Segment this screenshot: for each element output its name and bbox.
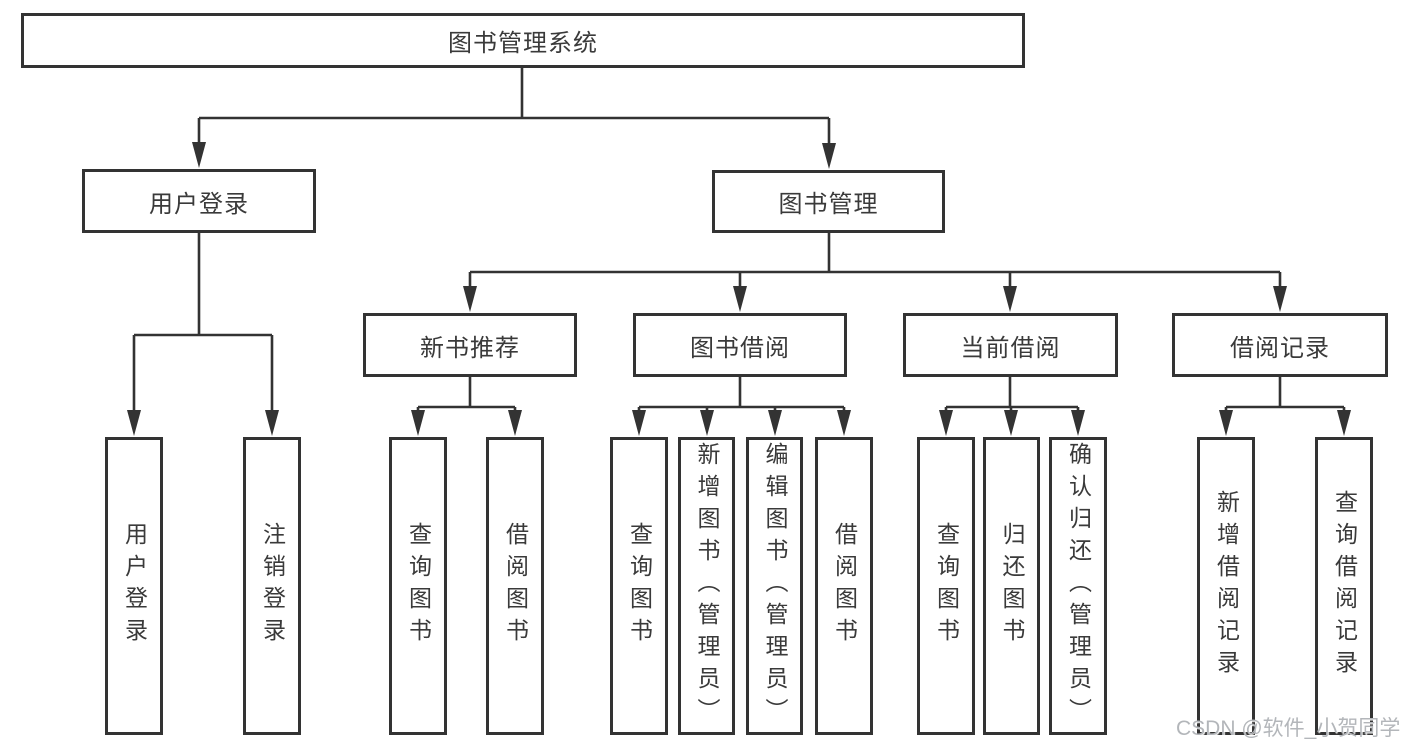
- leaf-borrow-books-recommend: 借阅图书: [486, 437, 544, 735]
- node-book-management: 图书管理: [712, 170, 945, 233]
- node-user-login: 用户登录: [82, 169, 316, 233]
- leaf-edit-book-admin: 编辑图书（管理员）: [746, 437, 803, 735]
- leaf-user-login: 用户登录: [105, 437, 163, 735]
- node-book-borrowing: 图书借阅: [633, 313, 847, 377]
- leaf-borrow-books-borrowing: 借阅图书: [815, 437, 873, 735]
- leaf-add-book-admin: 新增图书（管理员）: [678, 437, 735, 735]
- leaf-return-book: 归还图书: [983, 437, 1040, 735]
- leaf-logout: 注销登录: [243, 437, 301, 735]
- node-current-borrowing: 当前借阅: [903, 313, 1118, 377]
- node-library-management-system: 图书管理系统: [21, 13, 1025, 68]
- leaf-query-books-borrowing: 查询图书: [610, 437, 668, 735]
- csdn-watermark: CSDN @软件_小贺同学: [1176, 717, 1401, 740]
- leaf-query-borrow-record: 查询借阅记录: [1315, 437, 1373, 735]
- leaf-confirm-return-admin: 确认归还（管理员）: [1049, 437, 1107, 735]
- node-new-book-recommendation: 新书推荐: [363, 313, 577, 377]
- leaf-query-books-current: 查询图书: [917, 437, 975, 735]
- node-borrowing-records: 借阅记录: [1172, 313, 1388, 377]
- leaf-add-borrow-record: 新增借阅记录: [1197, 437, 1255, 735]
- leaf-query-books-recommend: 查询图书: [389, 437, 447, 735]
